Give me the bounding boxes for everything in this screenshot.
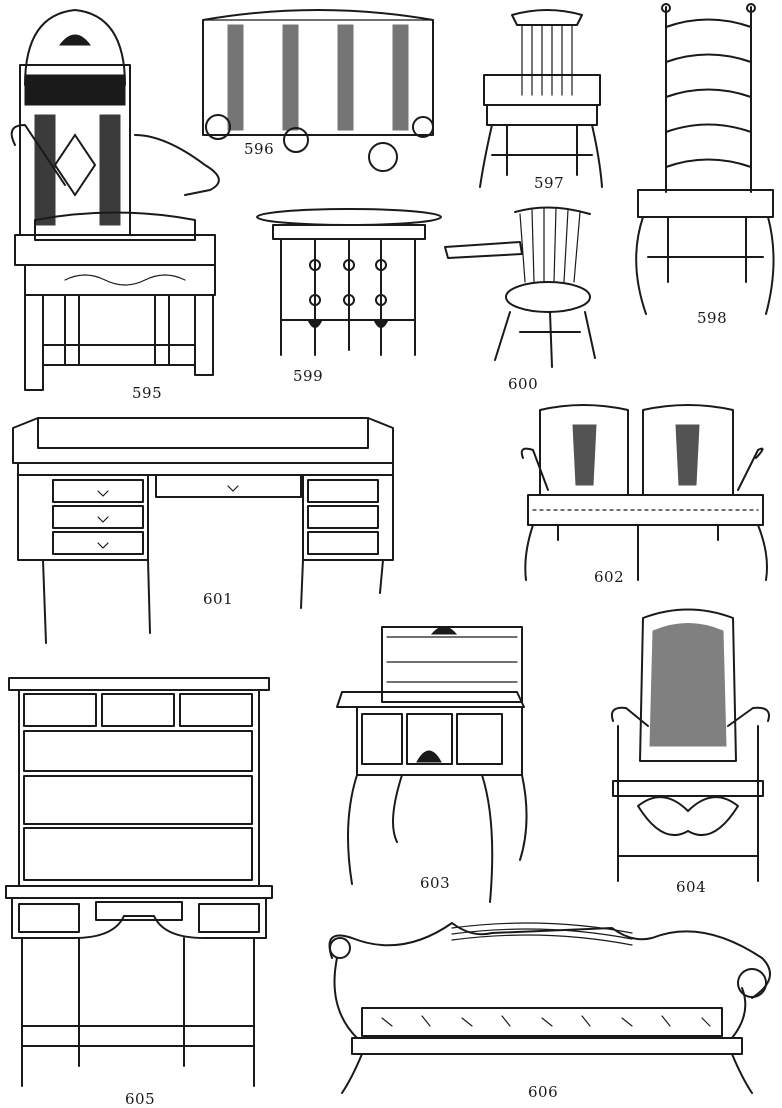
figure-number-598: 598 xyxy=(697,309,728,327)
chippendale-settee xyxy=(520,404,768,581)
figure-number-596: 596 xyxy=(244,140,275,158)
figure-number-603: 603 xyxy=(420,874,451,892)
figure-number-605: 605 xyxy=(125,1090,156,1108)
figure-number-599: 599 xyxy=(293,367,324,385)
figure-number-595: 595 xyxy=(132,384,163,402)
figure-number-601: 601 xyxy=(203,590,234,608)
painted-chest-on-ball-feet xyxy=(202,9,434,172)
figure-number-602: 602 xyxy=(594,568,625,586)
windsor-comb-back-armchair xyxy=(479,9,603,188)
scroll-arm-sofa xyxy=(328,922,771,1094)
caned-armchair xyxy=(610,608,770,882)
slant-front-desk xyxy=(336,626,528,903)
ladder-back-side-chair xyxy=(635,3,775,315)
figure-number-606: 606 xyxy=(528,1083,559,1101)
high-chest-of-drawers xyxy=(5,677,273,1087)
figure-number-597: 597 xyxy=(534,174,565,192)
gateleg-table xyxy=(256,208,442,356)
figure-number-600: 600 xyxy=(508,375,539,393)
windsor-writing-armchair xyxy=(444,206,596,368)
pedestal-writing-desk xyxy=(12,417,394,644)
carved-wainscot-armchair xyxy=(10,9,220,391)
figure-number-604: 604 xyxy=(676,878,707,896)
